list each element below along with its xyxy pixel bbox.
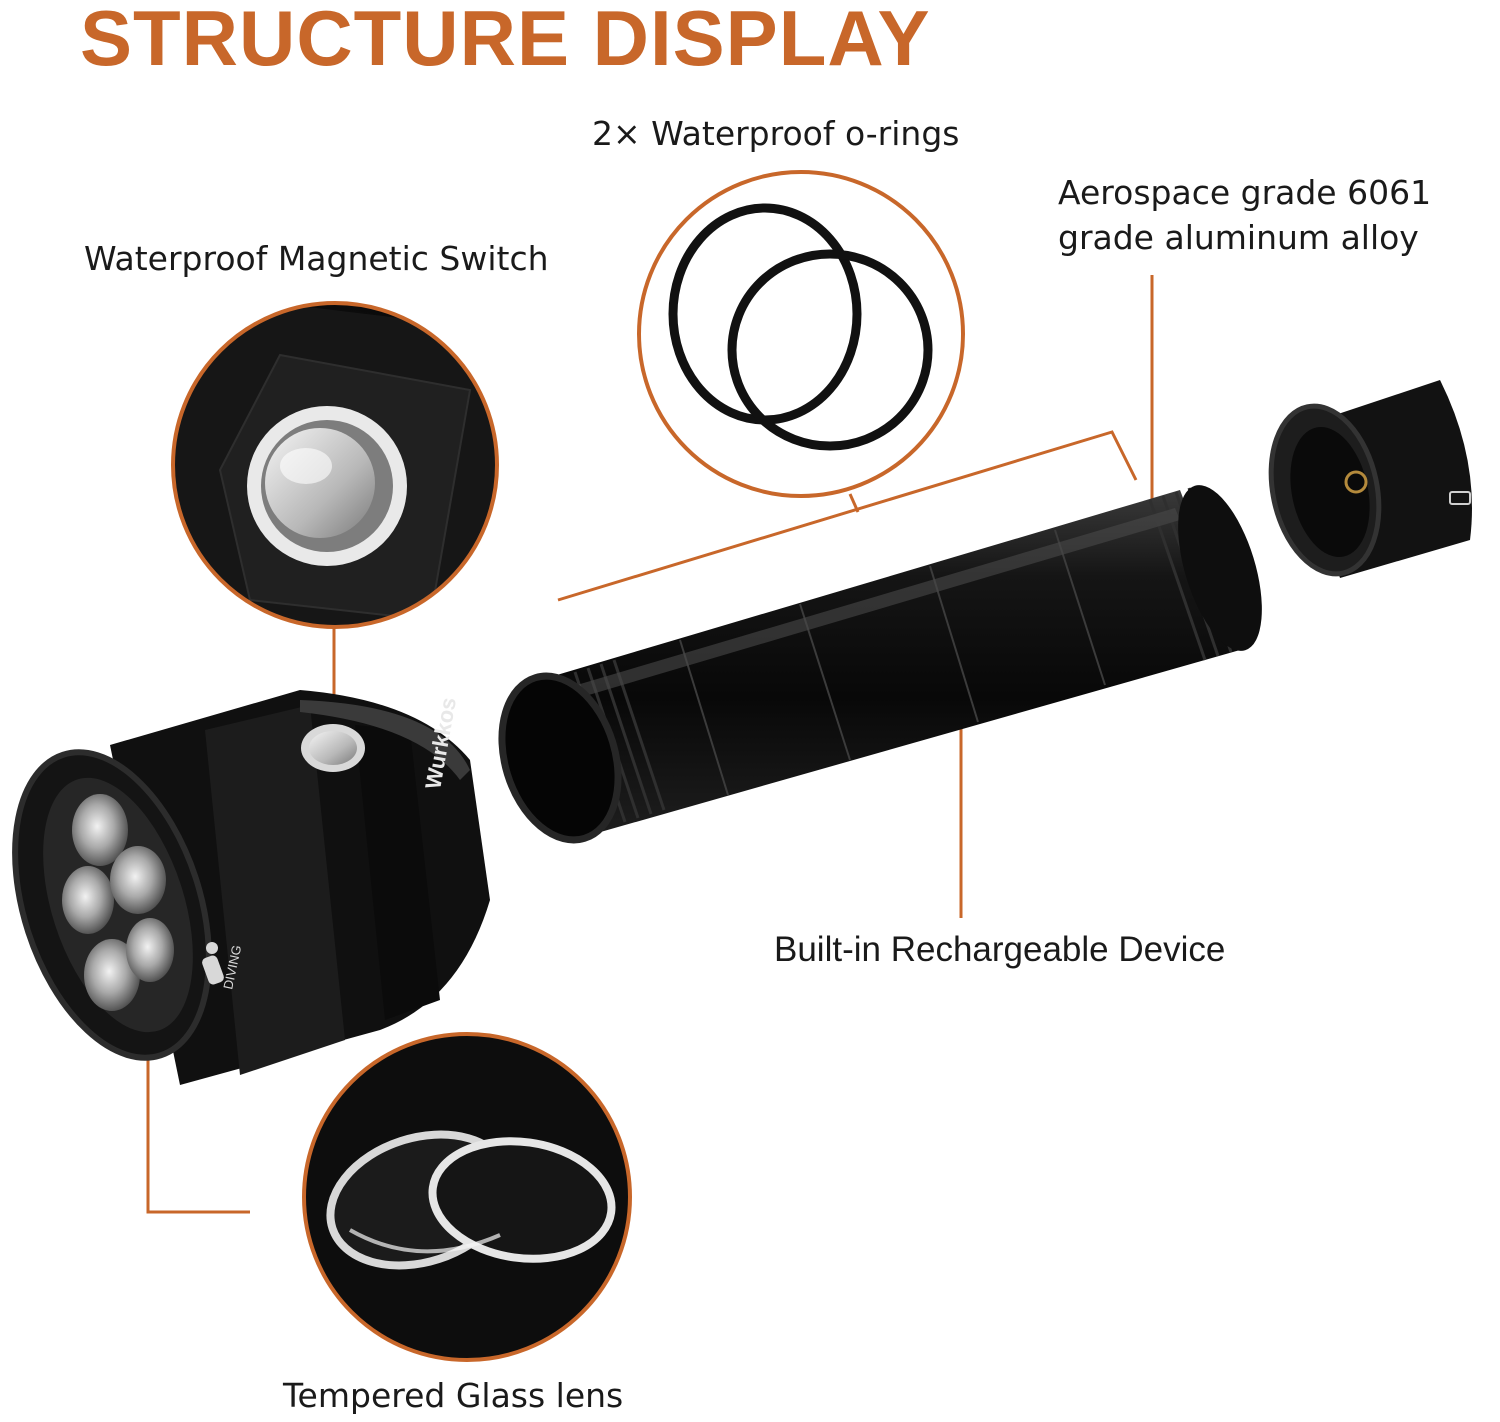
diver-icon xyxy=(202,942,224,985)
tail-cap xyxy=(1268,380,1472,578)
label-aluminum-alloy-line2: grade aluminum alloy xyxy=(1058,218,1419,257)
orings-zoom xyxy=(637,170,965,498)
callout-tube-bracket xyxy=(557,430,1138,602)
flashlight-head: Wurkkos DIVING xyxy=(12,690,490,1085)
battery-indicator-icon xyxy=(1449,491,1471,505)
label-rechargeable-device: Built-in Rechargeable Device xyxy=(774,930,1226,969)
oring-2 xyxy=(727,249,933,451)
label-tempered-glass: Tempered Glass lens xyxy=(283,1376,624,1415)
tube-open-end xyxy=(498,672,622,844)
battery-tube xyxy=(498,485,1262,844)
label-aluminum-alloy: Aerospace grade 6061 grade aluminum allo… xyxy=(1058,170,1431,260)
page-title: STRUCTURE DISPLAY xyxy=(80,0,931,82)
lens-zoom xyxy=(302,1032,632,1362)
switch-button xyxy=(301,724,365,772)
led-reflectors xyxy=(62,794,174,1011)
label-magnetic-switch: Waterproof Magnetic Switch xyxy=(84,239,549,278)
tube-grip-sections xyxy=(679,529,1106,796)
label-orings: 2× Waterproof o-rings xyxy=(592,114,960,153)
switch-zoom xyxy=(171,301,499,629)
callout-orings-stem xyxy=(848,493,860,513)
label-aluminum-alloy-line1: Aerospace grade 6061 xyxy=(1058,173,1432,212)
